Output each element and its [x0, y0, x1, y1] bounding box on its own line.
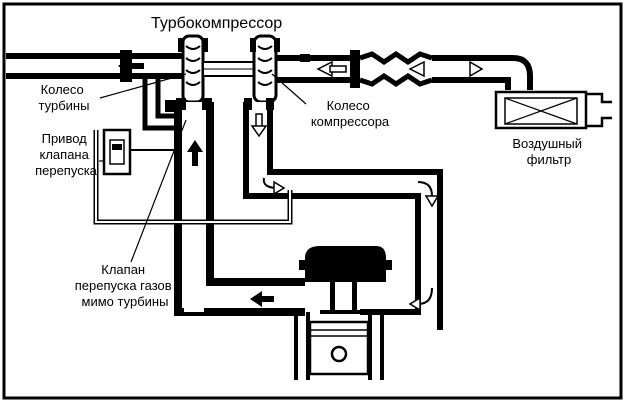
wastegate-actuator: [102, 128, 177, 176]
exhaust-manifold: [174, 98, 305, 316]
intake-pipe: [276, 50, 533, 90]
charge-air-pipe: [243, 98, 443, 330]
wastegate-bypass-channel: [142, 79, 177, 131]
combustion-chamber: [299, 246, 392, 282]
diagram-title: Турбокомпрессор: [151, 15, 282, 32]
label-turbine-wheel: Колесо турбины: [39, 82, 90, 113]
turbo-shaft: [202, 61, 256, 77]
exhaust-flow-arrow: [118, 58, 144, 74]
engine-cylinder: [294, 312, 384, 380]
exhaust-outlet-pipe: [6, 50, 188, 82]
exhaust-up-arrow: [187, 140, 203, 166]
air-filter-box: [494, 90, 612, 130]
label-wastegate-actuator: Привод клапана перепуска: [35, 131, 98, 178]
label-air-filter: Воздушный фильтр: [512, 136, 585, 167]
compressor-housing: [250, 34, 280, 104]
boost-pressure-line: [93, 130, 293, 225]
exhaust-left-arrow: [250, 291, 274, 307]
label-compressor-wheel: Колесо компрессора: [311, 98, 390, 129]
exhaust-valve: [320, 282, 344, 314]
intake-flow-arrows: [316, 60, 484, 78]
intake-valve: [344, 282, 366, 314]
label-wastegate-valve: Клапан перепуска газов мимо турбины: [75, 262, 176, 309]
charge-air-arrows: [250, 113, 440, 312]
leader-lines: [99, 73, 307, 263]
